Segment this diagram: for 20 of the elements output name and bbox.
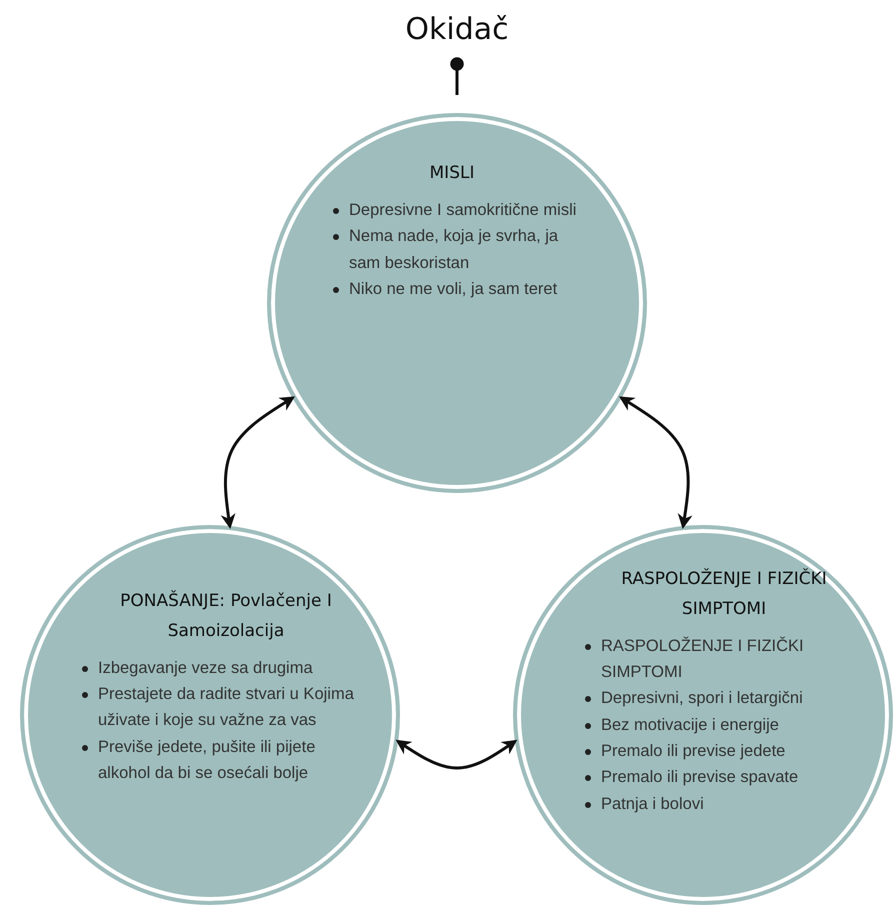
trigger-label: Okidač (372, 12, 542, 56)
bullet-text: Bez motivacije i energije (601, 716, 779, 734)
bullet-text: Patnja i bolovi (601, 794, 704, 813)
bullet-text: Nema nade, koja je svrha, ja sam beskoristan (349, 227, 558, 272)
curved-arrow (220, 396, 295, 529)
bullet-text: Izbegavanje veze sa drugima (98, 658, 313, 676)
bullet-text: Niko ne me voli, ja sam teret (349, 280, 558, 298)
bullet-text: Premalo ili previse jedete (601, 742, 786, 760)
bullet-text: Depresivni, spori i letargični (601, 689, 803, 708)
bullet-text: Prestajete da radite stvari u Kojima uživate i koje su važne za vas (98, 684, 354, 730)
bullet-text: RASPOLOŽENJE I FIZIČKI SIMPTOMI (601, 636, 804, 681)
bullet-text: Depresivne I samokritične misli (349, 200, 576, 219)
circle-heading: RASPOLOŽENJE I FIZIČKI SIMPTOMI (620, 567, 828, 621)
bullet-text: Premalo ili previse spavate (601, 768, 798, 786)
curved-arrow (618, 396, 692, 529)
bullet-text: Previše jedete, pušite ili pijete alkohol da bi se osećali bolje (98, 738, 316, 782)
curved-arrow (396, 740, 518, 770)
circle-heading: MISLI (428, 162, 476, 185)
pin-line (450, 57, 464, 95)
circle-heading: PONAŠANJE: Povlačenje I Samoizolacija (119, 589, 333, 643)
